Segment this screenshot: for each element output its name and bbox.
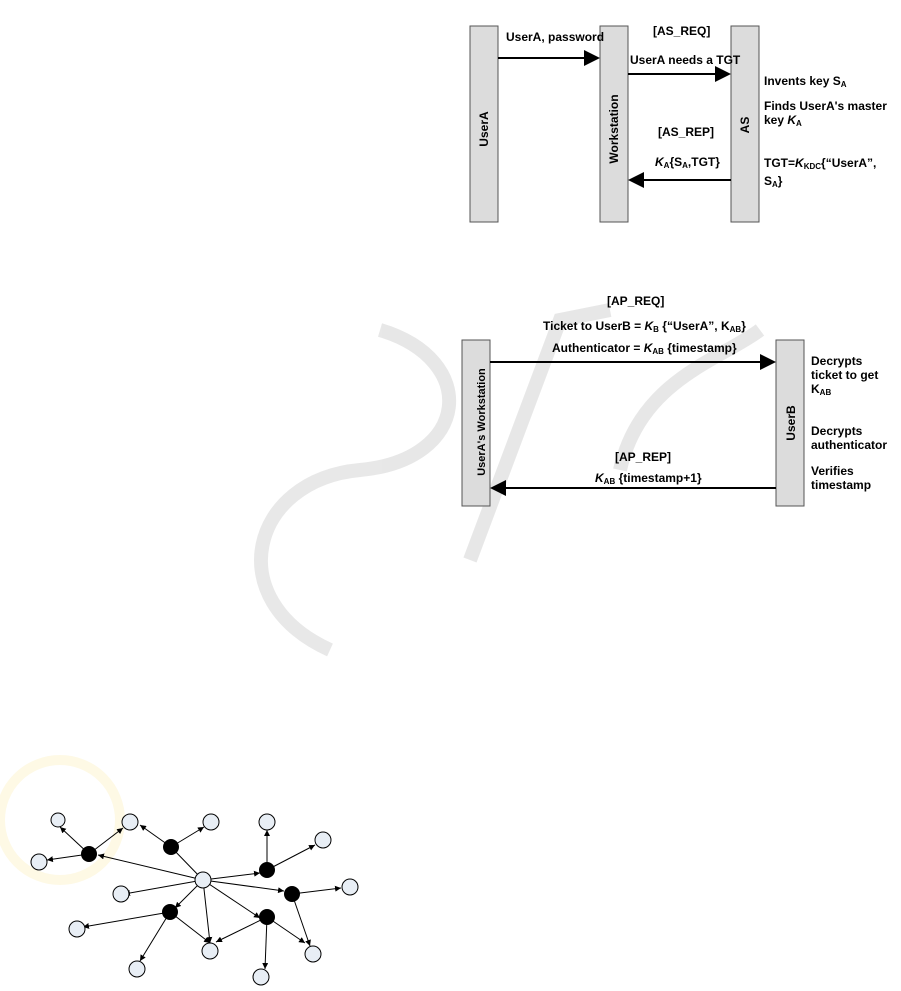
figure-ap-exchange-canvas	[461, 339, 805, 507]
edge	[262, 916, 269, 970]
hub-node	[81, 846, 97, 862]
edge	[202, 879, 285, 894]
hub-node	[162, 904, 178, 920]
leaf-node	[68, 920, 86, 938]
leaf-node	[304, 945, 322, 963]
edge	[82, 911, 171, 929]
hub-node	[163, 839, 179, 855]
edge	[202, 879, 261, 919]
leaf-node	[30, 853, 48, 871]
note-decrypts-authenticator: Decrypts authenticator	[811, 424, 888, 452]
figure-ap-exchange: UserA's Workstation UserB [AP_REQ] Ticke…	[455, 290, 901, 515]
leaf-node	[258, 813, 276, 831]
usera-workstation-bar	[461, 339, 491, 507]
as-bar	[730, 25, 760, 223]
hub-node	[259, 909, 275, 925]
note-verifies-timestamp: Verifies timestamp	[811, 464, 872, 492]
userb-bar	[775, 339, 805, 507]
edge	[169, 911, 211, 944]
hub-node	[259, 862, 275, 878]
edge	[202, 870, 261, 881]
edge	[266, 844, 316, 871]
as-rep-text: KA{SA,TGT}	[655, 155, 720, 170]
graph-hubs	[81, 839, 300, 925]
msg-user-password: UserA, password	[506, 30, 605, 44]
ticket-text: Ticket to UserB = KB {“UserA”, KAB}	[543, 319, 746, 334]
leaf-node	[314, 831, 332, 849]
leaf-node	[201, 942, 219, 960]
hub-node	[284, 886, 300, 902]
workstation-label: Workstation	[607, 94, 621, 164]
leaf-node	[121, 813, 139, 831]
figure-as-exchange: UserA Workstation AS UserA, password [AS…	[460, 10, 900, 230]
edge	[123, 879, 204, 896]
note-finds-master-key: Finds UserA's master key KA	[764, 99, 887, 128]
ap-req-tag: [AP_REQ]	[607, 294, 665, 308]
authenticator-text: Authenticator = KAB {timestamp}	[552, 341, 737, 356]
userb-label: UserB	[784, 405, 798, 441]
usera-workstation-label: UserA's Workstation	[476, 368, 488, 476]
leaf-node	[50, 812, 66, 828]
as-req-text: UserA needs a TGT	[630, 53, 741, 67]
center-node	[194, 871, 212, 889]
leaf-node	[112, 885, 130, 903]
workstation-bar	[599, 25, 629, 223]
edge	[139, 911, 171, 962]
note-tgt: TGT=KKDC{“UserA”, SA}	[764, 156, 877, 189]
network-graph-canvas	[30, 812, 359, 986]
as-req-tag: [AS_REQ]	[653, 24, 711, 38]
edge	[97, 853, 204, 881]
as-label: AS	[738, 116, 752, 134]
ap-rep-text: KAB {timestamp+1}	[595, 471, 702, 486]
leaf-node	[252, 968, 270, 986]
edge	[291, 893, 311, 947]
edge	[202, 879, 213, 944]
edge	[291, 885, 342, 895]
edge	[215, 916, 268, 943]
figure-as-exchange-canvas	[469, 25, 760, 223]
leaf-node	[128, 960, 146, 978]
graph-leaves	[30, 812, 359, 986]
ap-rep-tag: [AP_REP]	[615, 450, 672, 464]
note-invents-key: Invents key SA	[764, 74, 847, 89]
usera-bar	[469, 25, 499, 223]
usera-label: UserA	[477, 111, 491, 147]
figure-network-graph	[20, 805, 365, 987]
leaf-node	[202, 813, 220, 831]
as-rep-tag: [AS_REP]	[658, 125, 715, 139]
note-decrypts-ticket: Decrypts ticket to get KAB	[811, 354, 879, 397]
leaf-node	[341, 878, 359, 896]
